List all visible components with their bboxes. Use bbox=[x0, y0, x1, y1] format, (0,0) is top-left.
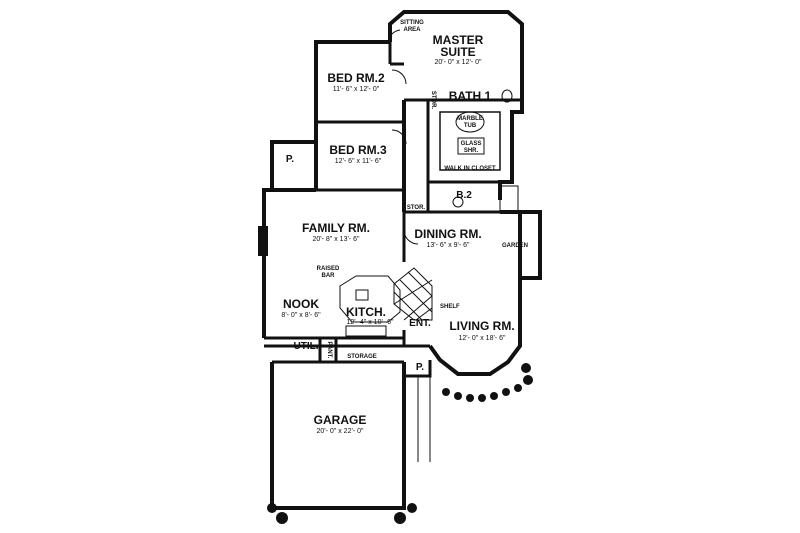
shelf-label: SHELF bbox=[440, 304, 460, 310]
glass-shower-label-2: SHR. bbox=[464, 148, 479, 154]
nook-label: NOOK bbox=[283, 297, 319, 311]
dining-rm-dims: 13'- 6" x 9'- 6" bbox=[426, 242, 470, 249]
tub-fixture bbox=[499, 185, 519, 213]
exterior-walls bbox=[262, 10, 542, 510]
room-labels: MASTER SUITE 20'- 0" x 12'- 0" SITTING A… bbox=[281, 20, 528, 435]
sitting-area-label-2: AREA bbox=[403, 27, 421, 33]
kitchen-island bbox=[339, 275, 401, 323]
raised-bar-label: RAISED bbox=[317, 266, 340, 272]
dining-rm-label: DINING RM. bbox=[414, 227, 481, 241]
fireplace bbox=[258, 226, 268, 256]
master-suite-dims: 20'- 0" x 12'- 0" bbox=[435, 59, 482, 66]
living-rm-dims: 12'- 0" x 18'- 6" bbox=[459, 335, 506, 342]
garage-label: GARAGE bbox=[314, 413, 367, 427]
landscape-shrubs bbox=[267, 363, 533, 524]
sitting-area-label: SITTING bbox=[400, 20, 424, 26]
pant-label: PANT. bbox=[326, 342, 332, 359]
kitch-dims: 12'- 4" x 10'- 6" bbox=[347, 319, 394, 326]
storage-label: STORAGE bbox=[347, 354, 377, 360]
b-2-label: B.2 bbox=[456, 190, 472, 201]
bed-rm-3-dims: 12'- 6" x 11'- 6" bbox=[335, 158, 382, 165]
tub-fixture bbox=[455, 111, 485, 133]
util-label: UTIL. bbox=[294, 341, 319, 352]
garage-dims: 20'- 0" x 22'- 0" bbox=[317, 428, 364, 435]
master-suite-label-2: SUITE bbox=[440, 45, 475, 59]
patio-left-label: P. bbox=[286, 154, 294, 165]
stor-mid-label: STOR. bbox=[407, 205, 426, 211]
patio-front-label: P. bbox=[416, 362, 424, 373]
raised-bar-label-2: BAR bbox=[322, 273, 336, 279]
entry-tile bbox=[393, 267, 433, 321]
family-rm-label: FAMILY RM. bbox=[302, 221, 370, 235]
toilet-fixture bbox=[501, 89, 513, 103]
ent-label: ENT. bbox=[409, 318, 431, 329]
bed-rm-3-label: BED RM.3 bbox=[329, 143, 387, 157]
bath-1-label: BATH 1 bbox=[449, 89, 492, 103]
nook-dims: 8'- 0" x 8'- 6" bbox=[281, 312, 321, 319]
bed-rm-2-label: BED RM.2 bbox=[327, 71, 385, 85]
stor-top-label: STOR. bbox=[430, 91, 436, 110]
kitch-label: KITCH. bbox=[346, 305, 386, 319]
range-icon bbox=[355, 289, 369, 301]
garden-label: GARDEN bbox=[502, 243, 528, 249]
kitchen-counter bbox=[345, 325, 387, 337]
interior-walls bbox=[264, 42, 522, 378]
fixtures bbox=[258, 29, 519, 462]
master-suite-label: MASTER bbox=[433, 33, 484, 47]
shower-fixture bbox=[457, 137, 485, 155]
family-rm-dims: 20'- 8" x 13'- 6" bbox=[313, 236, 360, 243]
living-rm-label: LIVING RM. bbox=[449, 319, 514, 333]
glass-shower-label: GLASS bbox=[461, 141, 482, 147]
bed-rm-2-dims: 11'- 6" x 12'- 0" bbox=[333, 86, 380, 93]
walk-in-closet-label: WALK IN CLOSET bbox=[444, 166, 496, 172]
marble-tub-label: MARBLE bbox=[457, 116, 483, 122]
toilet-fixture bbox=[452, 196, 464, 208]
marble-tub-label-2: TUB bbox=[464, 123, 477, 129]
